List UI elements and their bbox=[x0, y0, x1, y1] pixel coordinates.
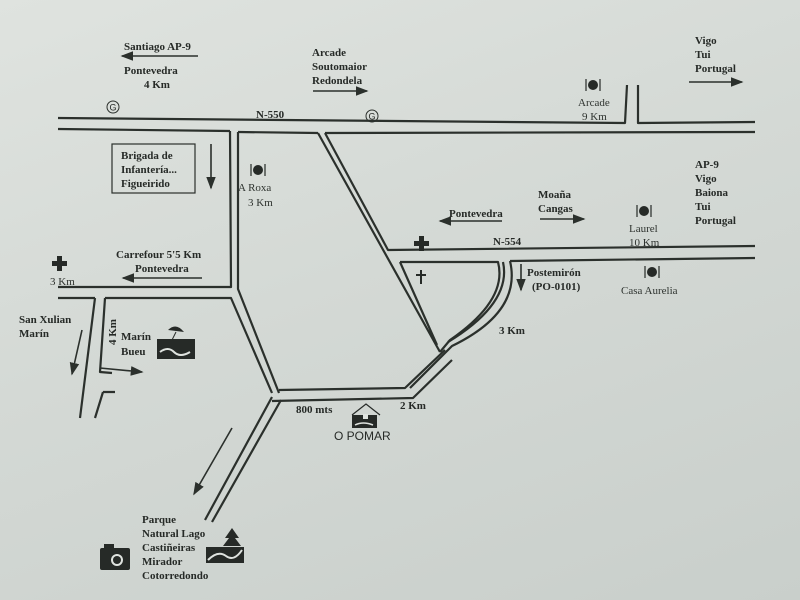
label-ap9-portugal: Portugal bbox=[695, 215, 736, 227]
label-san-xulian-marin: Marín bbox=[19, 328, 49, 340]
direction-arrows bbox=[69, 51, 744, 496]
road-marin bbox=[78, 297, 115, 419]
road-label-n550: N-550 bbox=[256, 109, 285, 121]
label-marin: Marín bbox=[121, 331, 151, 343]
restaurant-arcade-distance: 9 Km bbox=[582, 111, 607, 123]
label-po0101: (PO-0101) bbox=[532, 281, 581, 293]
house-icon bbox=[351, 403, 381, 428]
label-natural-lago: Natural Lago bbox=[142, 528, 206, 540]
road-n550-north-edge bbox=[57, 84, 756, 125]
label-mirador: Mirador bbox=[142, 556, 182, 568]
label-tui: Tui bbox=[695, 49, 711, 61]
restaurant-icon bbox=[636, 205, 652, 217]
label-brigada-3: Figueirido bbox=[121, 178, 170, 190]
svg-text:G: G bbox=[110, 103, 117, 113]
label-800mts: 800 mts bbox=[296, 404, 333, 416]
church-cross-icon bbox=[416, 270, 426, 284]
label-santiago: Santiago AP-9 bbox=[124, 41, 191, 53]
label-hospital-distance: 3 Km bbox=[50, 276, 75, 288]
gas-station-icon: G bbox=[106, 100, 120, 114]
road-diagonal-n554 bbox=[317, 132, 756, 353]
label-moana: Moaña bbox=[538, 189, 572, 201]
label-ap9-vigo: Vigo bbox=[695, 173, 717, 185]
restaurant-aroxa-distance: 3 Km bbox=[248, 197, 273, 209]
road-label-n554: N-554 bbox=[493, 236, 522, 248]
roads bbox=[57, 84, 756, 523]
label-postemiron: Postemirón bbox=[527, 267, 581, 279]
arrow-san-xulian bbox=[69, 329, 83, 376]
label-castineiras: Castiñeiras bbox=[142, 542, 196, 554]
label-cotorredondo: Cotorredondo bbox=[142, 570, 209, 582]
label-2km: 2 Km bbox=[400, 400, 426, 412]
restaurant-icon bbox=[585, 79, 601, 91]
restaurant-casa-aurelia: Casa Aurelia bbox=[621, 285, 678, 297]
hospital-cross-icon bbox=[414, 236, 429, 251]
label-portugal: Portugal bbox=[695, 63, 736, 75]
label-3km: 3 Km bbox=[499, 325, 525, 337]
label-pontevedra: Pontevedra bbox=[124, 65, 178, 77]
road-parque bbox=[204, 396, 282, 523]
svg-text:G: G bbox=[369, 112, 376, 122]
tree-park-icon bbox=[206, 528, 244, 563]
label-san-xulian: San Xulian bbox=[19, 314, 71, 326]
road-postemiron bbox=[409, 256, 756, 389]
label-redondela: Redondela bbox=[312, 75, 363, 87]
arrow-marin bbox=[99, 366, 144, 376]
hospital-cross-icon bbox=[52, 256, 67, 271]
restaurant-icon bbox=[250, 164, 266, 176]
label-ap9-tui: Tui bbox=[695, 201, 711, 213]
label-brigada-1: Brigada de bbox=[121, 150, 173, 162]
label-bueu: Bueu bbox=[121, 346, 145, 358]
road-n550-south-edge bbox=[57, 127, 756, 135]
label-carrefour-pontevedra: Pontevedra bbox=[135, 263, 189, 275]
label-carrefour: Carrefour 5'5 Km bbox=[116, 249, 201, 261]
label-vigo: Vigo bbox=[695, 35, 717, 47]
label-cangas: Cangas bbox=[538, 203, 574, 215]
camera-icon bbox=[100, 544, 130, 570]
restaurant-arcade-name: Arcade bbox=[578, 97, 610, 109]
label-parque: Parque bbox=[142, 514, 176, 526]
label-brigada-2: Infantería... bbox=[121, 164, 177, 176]
label-ap9-baiona: Baiona bbox=[695, 187, 729, 199]
label-ap9: AP-9 bbox=[695, 159, 719, 171]
restaurant-laurel-distance: 10 Km bbox=[629, 237, 660, 249]
destination-o-pomar: O POMAR bbox=[334, 429, 391, 443]
label-marin-distance: 4 Km bbox=[107, 319, 119, 345]
label-pontevedra-n554: Pontevedra bbox=[449, 208, 503, 220]
brigada-box bbox=[111, 143, 196, 194]
gas-station-icon: G bbox=[365, 109, 379, 123]
restaurant-aroxa-name: A Roxa bbox=[238, 182, 271, 194]
arrow-parque bbox=[193, 427, 233, 496]
label-soutomaior: Soutomaior bbox=[312, 61, 367, 73]
restaurant-laurel-name: Laurel bbox=[629, 223, 658, 235]
label-pontevedra-distance: 4 Km bbox=[144, 79, 170, 91]
restaurant-icon bbox=[644, 266, 660, 278]
road-figueirido bbox=[58, 130, 281, 394]
road-o-pomar bbox=[271, 349, 453, 403]
label-arcade: Arcade bbox=[312, 47, 346, 59]
beach-icon bbox=[157, 326, 195, 359]
